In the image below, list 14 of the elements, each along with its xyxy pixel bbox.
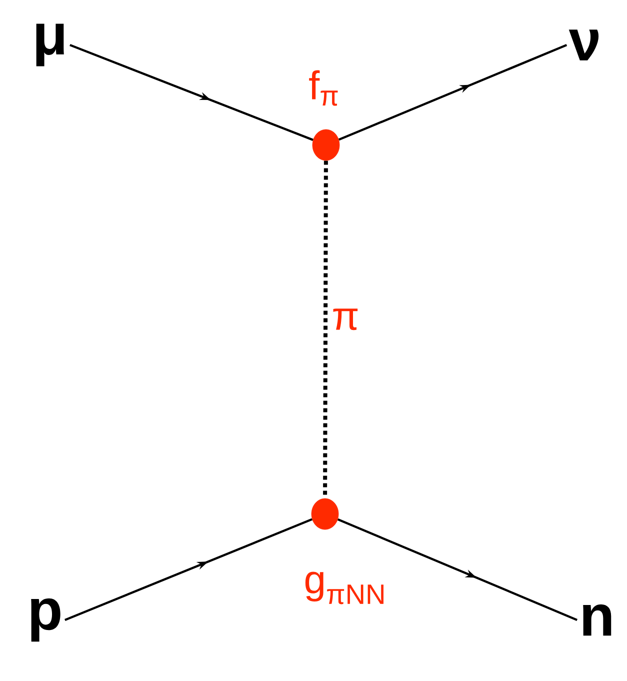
particle-label: μ [36, 24, 64, 66]
particle-label: ν [568, 30, 599, 60]
arrow [70, 44, 314, 141]
arrow [338, 44, 568, 141]
coupling-label: f$_{π}$ [309, 70, 338, 106]
arrow [64, 518, 312, 622]
particle-label: n [583, 604, 612, 636]
dotted-line [323, 160, 328, 498]
coupling-label: g$_{πNN}$ [305, 572, 384, 604]
vertex-dot [312, 129, 340, 161]
particle-label: p [31, 598, 60, 642]
arrow [337, 518, 578, 621]
vertex-dot [311, 498, 339, 530]
edge-label: π [330, 308, 360, 332]
